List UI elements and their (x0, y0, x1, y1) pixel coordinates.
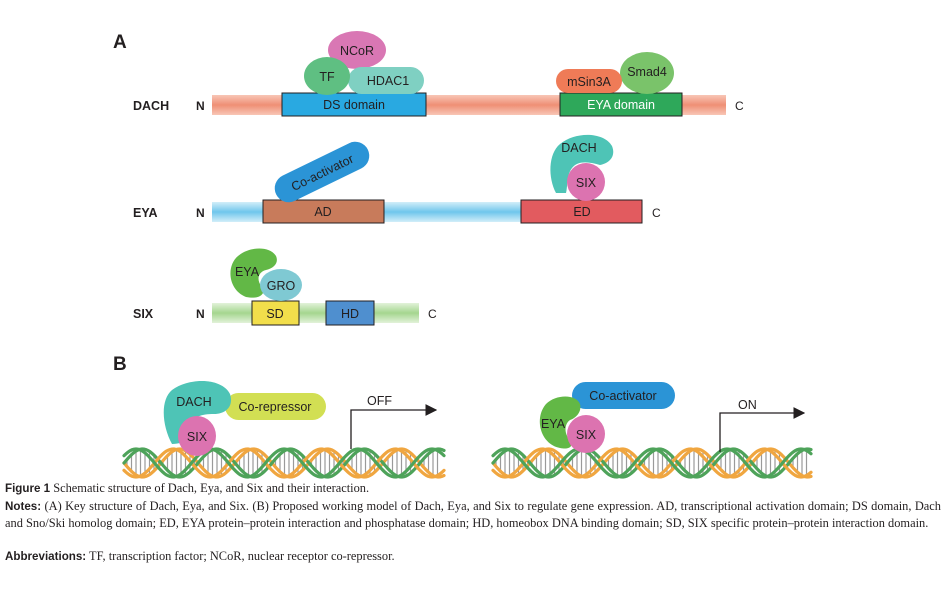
abbreviations-label: Abbreviations: (5, 550, 87, 563)
dna-helix-left (122, 447, 446, 479)
notes-label: Notes: (5, 500, 42, 513)
dna-strand (491, 447, 813, 479)
gro-protein (260, 269, 302, 301)
corepressor-protein (225, 393, 326, 420)
dach-on-eya-label: DACH (561, 141, 596, 155)
tf-label: TF (319, 70, 335, 84)
six-sd-domain (251, 300, 300, 326)
six-b-left-label: SIX (187, 430, 208, 444)
six-n-terminus: N (196, 307, 205, 321)
corepressor-label: Co-repressor (239, 400, 312, 414)
dach-b-label: DACH (176, 395, 211, 409)
dach-c-terminus: C (735, 99, 744, 113)
panel-a-label: A (113, 32, 127, 53)
dach-ds-domain (281, 92, 427, 117)
coactivator-protein-b (572, 382, 675, 409)
smad4-protein (620, 52, 674, 94)
transcription-arrow-on (719, 407, 806, 452)
smad4-label: Smad4 (627, 65, 667, 79)
six-c-terminus: C (428, 307, 437, 321)
figure-diagram: A DACH N C DS domain EYA domain NCoR HDA… (113, 31, 813, 479)
dna-helix-right (491, 447, 813, 479)
dach-ds-domain-label: DS domain (323, 98, 385, 112)
six-protein-on-eya (567, 163, 605, 201)
six-b-right-label: SIX (576, 428, 597, 442)
eya-n-terminus: N (196, 206, 205, 220)
eya-protein-on-six (230, 248, 277, 298)
off-label: OFF (367, 394, 392, 408)
notes-text: (A) Key structure of Dach, Eya, and Six.… (5, 499, 941, 531)
ncor-label: NCoR (340, 44, 374, 58)
six-protein-b-right (567, 415, 605, 453)
figure-caption-title: Figure 1 Schematic structure of Dach, Ey… (5, 480, 941, 497)
six-row-label: SIX (133, 307, 154, 321)
dna-strand (122, 447, 446, 479)
eya-row-label: EYA (133, 206, 158, 220)
six-backbone (212, 303, 419, 323)
six-sd-label: SD (266, 307, 283, 321)
dach-n-terminus: N (196, 99, 205, 113)
eya-ad-domain (262, 199, 385, 224)
dach-eya-domain-label: EYA domain (587, 98, 655, 112)
dach-eya-domain (559, 92, 683, 117)
eya-c-terminus: C (652, 206, 661, 220)
figure-caption-notes: Notes: (A) Key structure of Dach, Eya, a… (5, 498, 941, 531)
eya-on-six-label: EYA (235, 265, 260, 279)
coactivator-b-label: Co-activator (589, 389, 656, 403)
dna-strand (491, 447, 813, 479)
figure-title: Schematic structure of Dach, Eya, and Si… (53, 481, 370, 495)
eya-ed-label: ED (573, 205, 590, 219)
dach-row-label: DACH (133, 99, 169, 113)
hdac1-protein (348, 67, 424, 94)
eya-ad-label: AD (314, 205, 331, 219)
eya-b-label: EYA (541, 417, 566, 431)
dna-strand (122, 447, 446, 479)
msin3a-label: mSin3A (567, 75, 611, 89)
six-hd-domain (325, 300, 375, 326)
figure-label: Figure 1 (5, 482, 51, 495)
panel-b-label: B (113, 354, 127, 375)
tf-protein (304, 57, 350, 95)
six-hd-label: HD (341, 307, 359, 321)
transcription-arrow-off (350, 404, 438, 449)
eya-protein-b (539, 396, 581, 449)
six-on-eya-label: SIX (576, 176, 597, 190)
six-protein-b-left (178, 416, 216, 456)
hdac1-label: HDAC1 (367, 74, 409, 88)
msin3a-protein (556, 69, 622, 93)
gro-label: GRO (267, 279, 296, 293)
on-label: ON (738, 398, 757, 412)
figure-caption-abbreviations: Abbreviations: TF, transcription factor;… (5, 548, 941, 565)
ncor-protein (328, 31, 386, 69)
coactivator-protein-a: Co-activator (274, 141, 370, 203)
dach-protein-on-eya (550, 134, 614, 193)
abbreviations-text: TF, transcription factor; NCoR, nuclear … (89, 549, 395, 563)
